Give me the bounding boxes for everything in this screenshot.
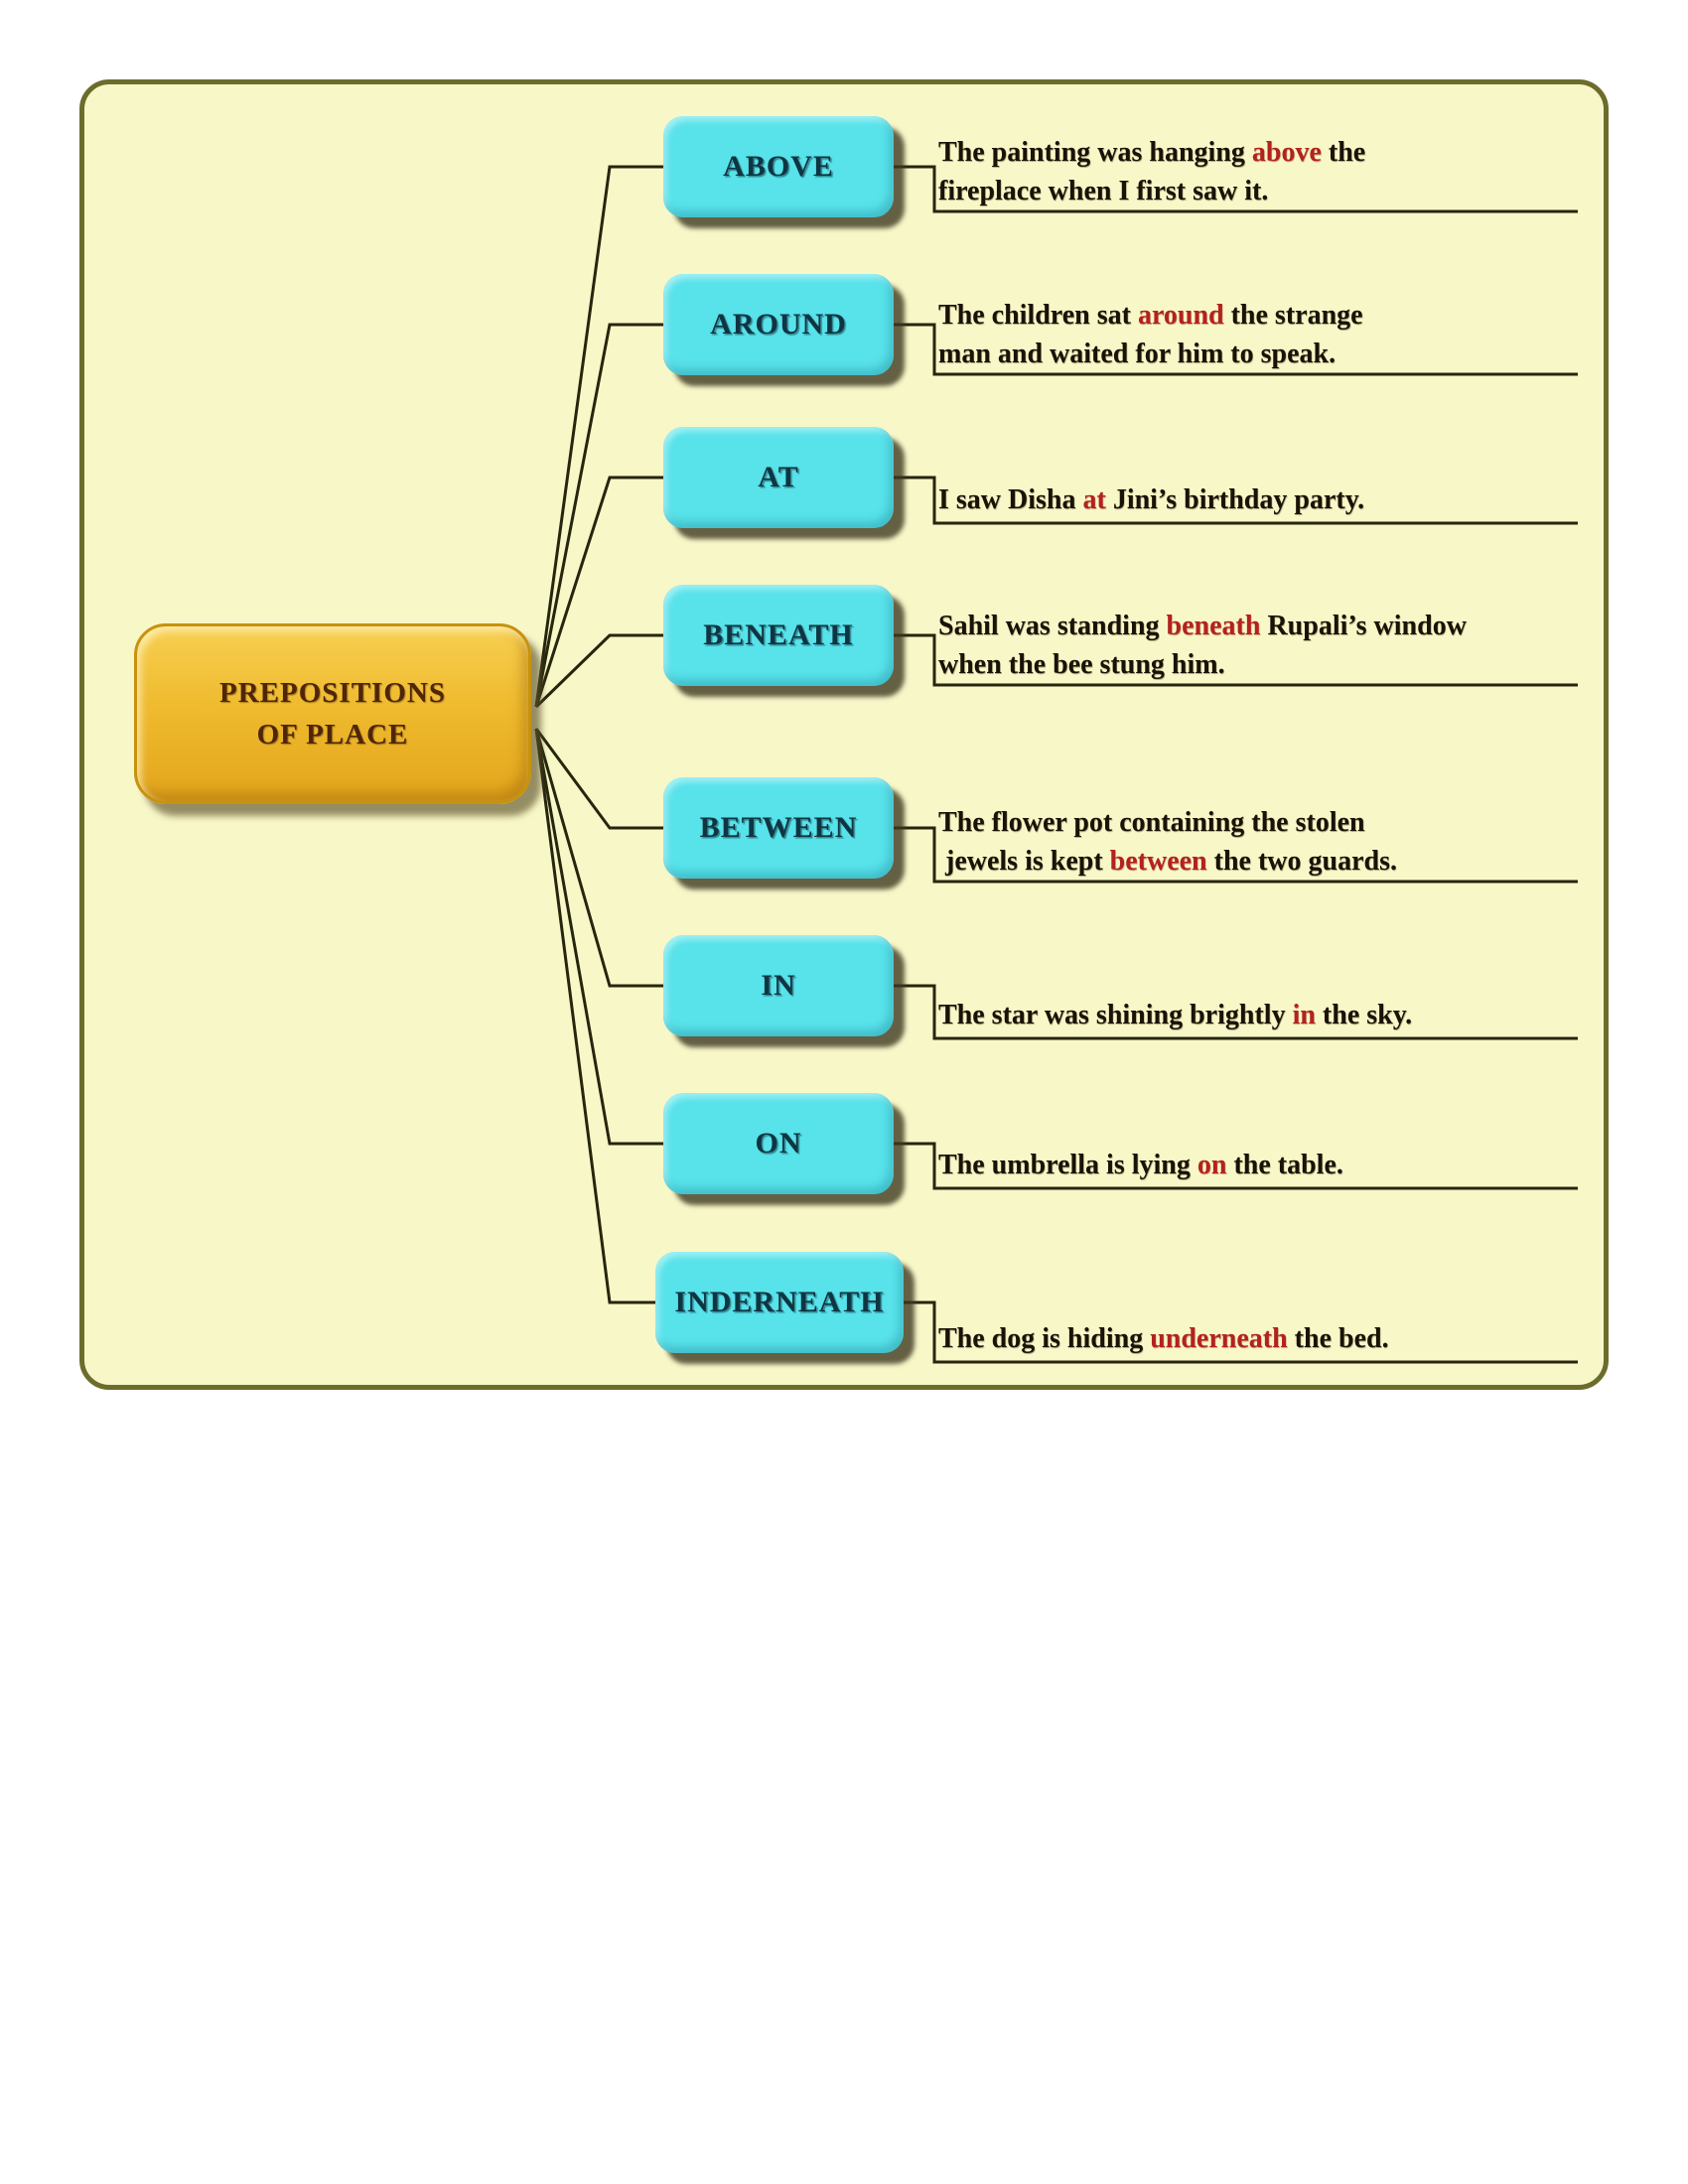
sentence-fragment: the two guards. [1206,846,1397,877]
sentence-line: Sahil was standing beneath Rupali’s wind… [938,607,1594,645]
sentence-fragment: The flower pot containing the stolen [938,807,1365,838]
sentence-fragment: the table. [1226,1150,1343,1180]
preposition-box-between: BETWEEN [663,777,894,879]
root-label-line1: PREPOSITIONS [219,677,446,709]
sentence-line: when the bee stung him. [938,645,1594,684]
preposition-box-at: AT [663,427,894,528]
keyword-highlight: around [1137,300,1224,331]
sentence-fragment: the strange [1223,300,1363,331]
connector-right-in [894,984,1578,1040]
keyword-highlight: on [1196,1150,1227,1180]
sentence-fragment: man and waited for him to speak. [938,339,1336,369]
preposition-box-in: IN [663,935,894,1036]
sentence-line: I saw Disha at Jini’s birthday party. [938,480,1594,519]
sentence-fragment: The star was shining brightly [938,1000,1293,1030]
preposition-label-around: AROUND [710,308,847,341]
sentence-line: man and waited for him to speak. [938,335,1594,373]
connector-right-on [894,1142,1578,1190]
sentence-fragment: Rupali’s window [1260,611,1467,641]
example-sentence-at: I saw Disha at Jini’s birthday party. [938,480,1594,519]
connector-right-at [894,476,1578,525]
connector-left-at [534,476,663,708]
sentence-line: The umbrella is lying on the table. [938,1146,1594,1184]
preposition-box-above: ABOVE [663,116,894,217]
connector-left-above [534,165,663,708]
sentence-fragment: Sahil was standing [938,611,1167,641]
connector-left-between [534,728,663,830]
root-label-line2: OF PLACE [256,719,409,751]
sentence-line: The children sat around the strange [938,296,1594,335]
preposition-label-in: IN [761,969,796,1002]
keyword-highlight: at [1082,484,1106,515]
preposition-box-beneath: BENEATH [663,585,894,686]
sentence-fragment: The dog is hiding [938,1323,1151,1354]
preposition-label-beneath: BENEATH [703,618,854,651]
connector-right-between [894,826,1578,884]
connector-left-inderneath [534,728,655,1304]
sentence-line: The dog is hiding underneath the bed. [938,1319,1594,1358]
keyword-highlight: above [1251,137,1322,168]
sentence-fragment: the bed. [1287,1323,1389,1354]
connector-left-around [534,323,663,708]
sentence-line: fireplace when I first saw it. [938,172,1594,210]
connector-left-beneath [534,633,663,709]
example-sentence-in: The star was shining brightly in the sky… [938,996,1594,1034]
sentence-line: The star was shining brightly in the sky… [938,996,1594,1034]
connector-left-on [534,728,663,1146]
keyword-highlight: beneath [1166,611,1261,641]
connector-right-above [894,165,1578,213]
preposition-box-around: AROUND [663,274,894,375]
preposition-label-above: ABOVE [723,150,834,183]
sentence-fragment: jewels is kept [938,846,1110,877]
preposition-label-inderneath: INDERNEATH [674,1286,885,1318]
example-sentence-beneath: Sahil was standing beneath Rupali’s wind… [938,607,1594,684]
sentence-fragment: fireplace when I first saw it. [938,176,1269,206]
sentence-fragment: The painting was hanging [938,137,1252,168]
sentence-line: The painting was hanging above the [938,133,1594,172]
root-node-prepositions-of-place: PREPOSITIONS OF PLACE [134,623,531,804]
example-sentence-on: The umbrella is lying on the table. [938,1146,1594,1184]
connector-right-inderneath [904,1300,1578,1364]
connector-left-in [534,728,663,988]
sentence-line: jewels is kept between the two guards. [938,842,1594,881]
connector-right-beneath [894,633,1578,687]
preposition-box-inderneath: INDERNEATH [655,1252,904,1353]
sentence-fragment: The children sat [938,300,1138,331]
example-sentence-around: The children sat around the strange man … [938,296,1594,373]
keyword-highlight: underneath [1150,1323,1288,1354]
example-sentence-inderneath: The dog is hiding underneath the bed. [938,1319,1594,1358]
sentence-fragment: Jini’s birthday party. [1105,484,1365,515]
sentence-line: The flower pot containing the stolen [938,803,1594,842]
sentence-fragment: the [1321,137,1366,168]
preposition-box-on: ON [663,1093,894,1194]
keyword-highlight: between [1109,846,1207,877]
example-sentence-above: The painting was hanging above the firep… [938,133,1594,210]
preposition-label-between: BETWEEN [699,811,858,844]
sentence-fragment: The umbrella is lying [938,1150,1197,1180]
example-sentence-between: The flower pot containing the stolen jew… [938,803,1594,881]
preposition-label-at: AT [758,461,799,493]
sentence-fragment: the sky. [1315,1000,1413,1030]
keyword-highlight: in [1292,1000,1316,1030]
preposition-label-on: ON [755,1127,802,1160]
sentence-fragment: when the bee stung him. [938,649,1225,680]
sentence-fragment: I saw Disha [938,484,1083,515]
connector-right-around [894,323,1578,376]
